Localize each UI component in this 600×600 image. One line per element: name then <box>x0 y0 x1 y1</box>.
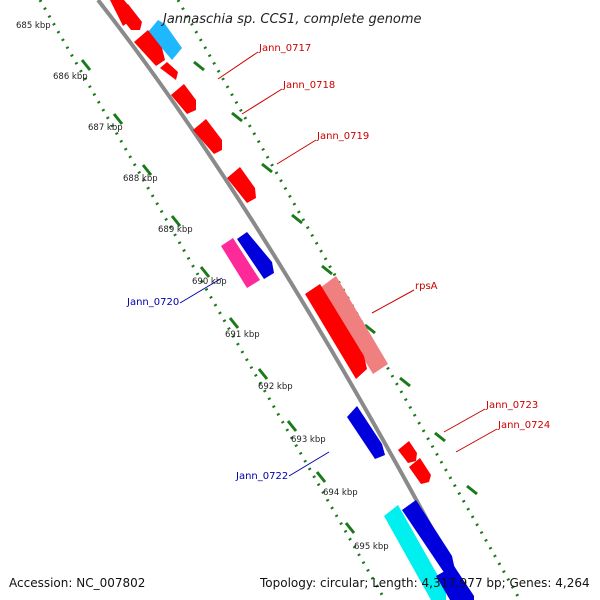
gene-label[interactable]: Jann_0720 <box>126 297 179 308</box>
tick-track-inner <box>38 0 387 600</box>
gene-features[interactable] <box>110 0 474 600</box>
gene-label[interactable]: Jann_0722 <box>235 471 288 482</box>
kbp-tick-label: 685 kbp <box>16 21 51 31</box>
topology-text: Topology: circular; Length: 4,317,977 bp… <box>259 576 590 590</box>
gene-arrow[interactable] <box>409 458 431 484</box>
gene-arrow[interactable] <box>347 406 385 459</box>
kbp-tick-label: 692 kbp <box>258 382 293 392</box>
gene-label[interactable]: Jann_0719 <box>316 131 369 142</box>
gene-label[interactable]: Jann_0724 <box>497 420 550 431</box>
kbp-tick-label: 693 kbp <box>291 435 326 445</box>
gene-arrow[interactable] <box>305 284 367 379</box>
kbp-tick-label: 691 kbp <box>225 330 260 340</box>
kbp-tick-label: 695 kbp <box>354 542 389 552</box>
gene-label[interactable]: Jann_0718 <box>282 80 335 91</box>
inner-major-ticks <box>80 59 356 534</box>
gene-arrow[interactable] <box>436 566 474 600</box>
leader-lines <box>179 51 498 477</box>
gene-label[interactable]: Jann_0723 <box>485 400 538 411</box>
gene-label[interactable]: rpsA <box>415 281 438 292</box>
gene-label[interactable]: Jann_0717 <box>258 43 311 54</box>
kbp-tick-label: 687 kbp <box>88 123 123 133</box>
gene-arrow[interactable] <box>134 30 165 66</box>
map-title: Jannaschia sp. CCS1, complete genome <box>160 12 422 27</box>
kbp-tick-label: 686 kbp <box>53 72 88 82</box>
kbp-tick-label: 694 kbp <box>323 488 358 498</box>
gene-arrow[interactable] <box>221 238 260 288</box>
gene-arrow[interactable] <box>160 62 178 80</box>
kbp-tick-label: 689 kbp <box>158 225 193 235</box>
gene-arrow[interactable] <box>398 441 417 463</box>
accession-text: Accession: NC_007802 <box>9 576 145 590</box>
genome-backbone <box>96 0 472 600</box>
gene-arrow[interactable] <box>320 276 388 374</box>
gene-arrow[interactable] <box>193 119 222 154</box>
gene-arrow[interactable] <box>148 20 182 60</box>
kbp-tick-label: 690 kbp <box>192 277 227 287</box>
gene-arrow[interactable] <box>384 505 446 600</box>
gene-arrow[interactable] <box>171 84 196 114</box>
outer-major-ticks <box>193 60 478 496</box>
gene-arrow[interactable] <box>237 232 274 279</box>
gene-arrow[interactable] <box>227 167 256 203</box>
gene-arrow[interactable] <box>117 4 142 30</box>
gene-arrow[interactable] <box>402 500 455 574</box>
kbp-tick-label: 688 kbp <box>123 174 158 184</box>
